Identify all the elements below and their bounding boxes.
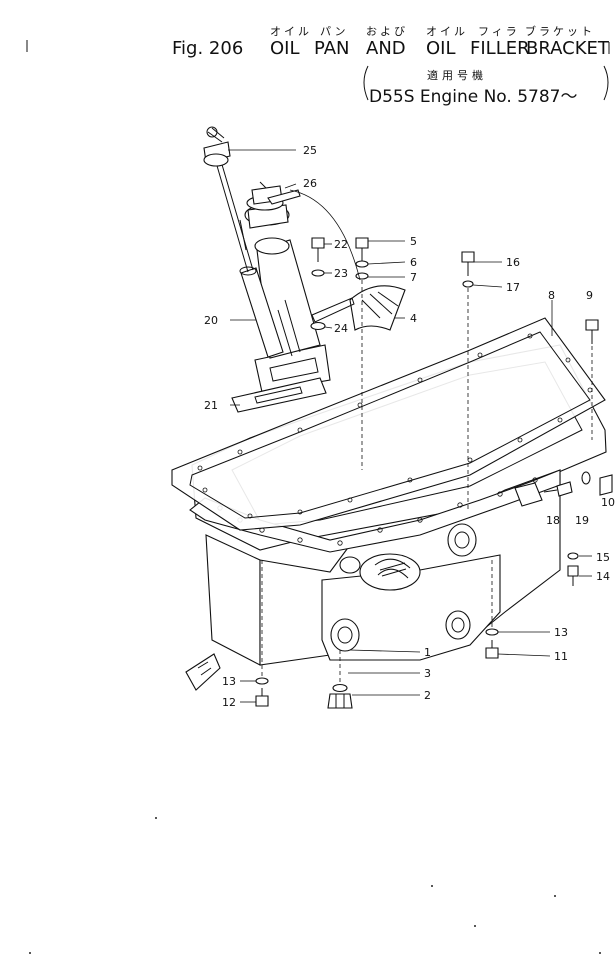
callout-9: 9 [586,289,593,302]
lower-right-bolt [567,552,579,586]
side-plug [543,471,613,497]
callout-2: 2 [424,689,431,702]
callout-13-left: 13 [222,675,236,688]
callout-12: 12 [222,696,236,709]
gasket-bolt [461,251,475,512]
callout-8: 8 [548,289,555,302]
callout-25: 25 [303,144,317,157]
callout-4: 4 [410,312,417,325]
bracket-bolt [310,237,355,331]
applicable-serial-jp: 適用号機 [427,69,487,82]
callout-19: 19 [575,514,589,527]
figure-number: Fig. 206 [172,38,244,59]
gasket [171,317,606,531]
filler-cap [244,181,301,229]
title-jp-word-3: および [366,25,408,38]
callout-20: 20 [204,314,218,327]
title-word-5: FILLER [470,38,530,59]
title-word-2: PAN [314,38,350,59]
callout-11: 11 [554,650,568,663]
callout-6: 6 [410,256,417,269]
bracket-right [603,65,609,101]
applicable-serial: D55S Engine No. 5787～ [369,87,578,107]
title-word-6: BRACKET [526,38,609,59]
callout-labels: 25 26 22 23 24 5 6 7 4 16 17 8 9 20 21 1… [204,144,615,709]
side-bolt [585,319,599,440]
bracket-left [363,65,369,101]
title-jp-word-4: オイル [426,25,468,38]
title-jp-word-6: ブラケット [525,25,595,38]
callout-10: 10 [601,496,615,509]
callout-13-right: 13 [554,626,568,639]
scan-specks [29,817,601,954]
title-jp-word-5: フィラ [478,25,520,38]
callout-7: 7 [410,271,417,284]
pan-bracket [349,285,406,331]
callout-18: 18 [546,514,560,527]
callout-1: 1 [424,646,431,659]
callout-22: 22 [334,238,348,251]
drain-plug-left [255,560,269,707]
leader-lines [228,149,592,703]
oil-filler-tube [239,237,331,393]
bolt-stack [355,237,369,470]
bracket-gasket [231,377,327,413]
title-jp-word-2: パン [320,25,349,38]
callout-16: 16 [506,256,520,269]
callout-5: 5 [410,235,417,248]
drain-plug [327,650,353,709]
callout-23: 23 [334,267,348,280]
callout-17: 17 [506,281,520,294]
callout-21: 21 [204,399,218,412]
callout-3: 3 [424,667,431,680]
title-jp-word-1: オイル [270,25,312,38]
title-word-3: AND [366,38,406,59]
callout-26: 26 [303,177,317,190]
title-word-4: OIL [426,38,456,59]
front-arrow-icon [185,653,221,691]
callout-15: 15 [596,551,610,564]
title-word-1: OIL [270,38,300,59]
drain-plug-right [485,560,499,659]
callout-14: 14 [596,570,610,583]
callout-24: 24 [334,322,348,335]
dipstick [203,126,254,273]
